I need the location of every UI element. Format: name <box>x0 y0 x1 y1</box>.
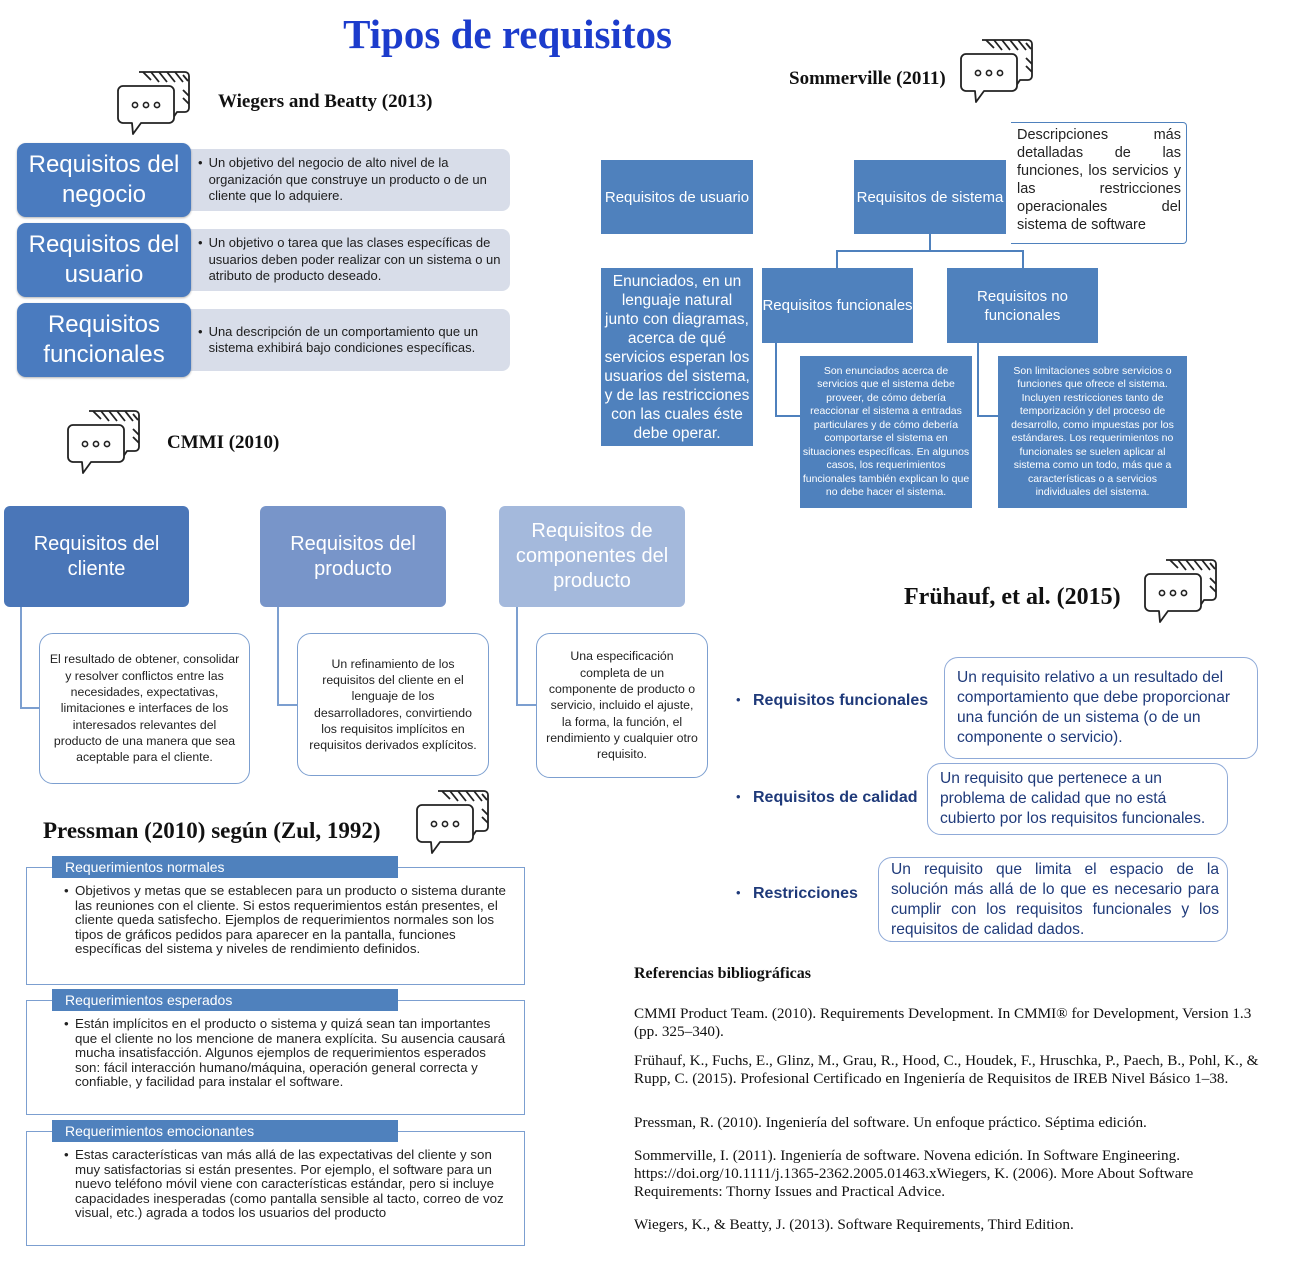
cmmi-desc-producto: Un refinamiento de los requisitos del cl… <box>297 633 489 776</box>
fruhauf-label-restricciones: Restricciones <box>753 885 858 902</box>
cmmi-label-cliente: Requisitos del cliente <box>4 506 189 607</box>
fruhauf-desc-calidad: Un requisito que pertenece a un problema… <box>927 763 1228 835</box>
sommerville-author: Sommerville (2011) <box>789 68 946 89</box>
wiegers-label-funcionales: Requisitos funcionales <box>17 303 191 377</box>
connector <box>836 250 838 268</box>
wiegers-label-negocio: Requisitos del negocio <box>17 143 191 217</box>
sommerville-system-desc: Descripciones más detalladas de las func… <box>1017 127 1181 233</box>
sommerville-system-req: Requisitos de sistema <box>854 160 1006 234</box>
pressman-label-normales: Requerimientos normales <box>52 856 398 878</box>
cmmi-author: CMMI (2010) <box>167 432 280 453</box>
page-title: Tipos de requisitos <box>343 11 672 57</box>
bullet: • <box>736 789 741 804</box>
fruhauf-author: Frühauf, et al. (2015) <box>904 584 1121 610</box>
reference-item: CMMI Product Team. (2010). Requirements … <box>634 1005 1252 1041</box>
pressman-desc-esperados: • Están implícitos en el producto o sist… <box>26 1000 525 1115</box>
pressman-label-esperados: Requerimientos esperados <box>52 989 398 1011</box>
connector <box>516 607 518 706</box>
sommerville-nonfunctional-desc: Son limitaciones sobre servicios o funci… <box>998 356 1187 508</box>
connector <box>516 704 537 706</box>
pressman-desc-emocionantes: • Estas características van más allá de … <box>26 1131 525 1246</box>
reference-item: Sommerville, I. (2011). Ingeniería de so… <box>634 1147 1194 1201</box>
reference-item: Pressman, R. (2010). Ingeniería del soft… <box>634 1114 1147 1131</box>
sommerville-user-req: Requisitos de usuario <box>601 160 753 234</box>
fruhauf-desc-restricciones: Un requisito que limita el espacio de la… <box>878 857 1228 942</box>
speech-bubble-icon <box>1142 556 1220 626</box>
bullet: • <box>736 885 741 900</box>
wiegers-desc-usuario: •Un objetivo o tarea que las clases espe… <box>188 229 510 291</box>
connector <box>775 343 777 416</box>
cmmi-label-componentes: Requisitos de componentes del producto <box>499 506 685 607</box>
cmmi-desc-componentes: Una especificación completa de un compon… <box>536 633 708 778</box>
speech-bubble-icon <box>958 36 1036 106</box>
connector <box>20 607 22 709</box>
reference-item: Frühauf, K., Fuchs, E., Glinz, M., Grau,… <box>634 1052 1259 1088</box>
connector <box>775 415 800 417</box>
connector <box>836 250 1024 252</box>
wiegers-desc-negocio: •Un objetivo del negocio de alto nivel d… <box>188 149 510 211</box>
speech-bubble-icon <box>65 407 143 477</box>
cmmi-label-producto: Requisitos del producto <box>260 506 446 607</box>
sommerville-system-bracket <box>1011 122 1187 244</box>
pressman-desc-normales: • Objetivos y metas que se establecen pa… <box>26 867 525 985</box>
sommerville-user-desc: Enunciados, en un lenguaje natural junto… <box>601 268 753 446</box>
sommerville-functional: Requisitos funcionales <box>762 268 913 343</box>
connector <box>977 415 998 417</box>
speech-bubble-icon <box>115 68 193 138</box>
connector <box>977 343 979 416</box>
sommerville-functional-desc: Son enunciados acerca de servicios que e… <box>800 356 972 508</box>
speech-bubble-icon <box>414 787 492 857</box>
fruhauf-label-funcionales: Requisitos funcionales <box>753 692 929 709</box>
reference-item: Wiegers, K., & Beatty, J. (2013). Softwa… <box>634 1216 1074 1233</box>
wiegers-label-usuario: Requisitos del usuario <box>17 223 191 297</box>
connector <box>20 707 40 709</box>
references-heading: Referencias bibliográficas <box>634 965 812 982</box>
wiegers-desc-funcionales: •Una descripción de un comportamiento qu… <box>188 309 510 371</box>
connector <box>1022 250 1024 268</box>
connector <box>277 607 279 706</box>
cmmi-desc-cliente: El resultado de obtener, consolidar y re… <box>39 633 250 784</box>
connector <box>929 234 931 251</box>
sommerville-nonfunctional: Requisitos no funcionales <box>947 268 1098 343</box>
bullet: • <box>736 692 741 707</box>
connector <box>277 704 298 706</box>
wiegers-author: Wiegers and Beatty (2013) <box>218 91 433 112</box>
fruhauf-label-calidad: Requisitos de calidad <box>753 789 918 806</box>
fruhauf-desc-funcionales: Un requisito relativo a un resultado del… <box>944 657 1258 759</box>
pressman-label-emocionantes: Requerimientos emocionantes <box>52 1120 398 1142</box>
pressman-author: Pressman (2010) según (Zul, 1992) <box>43 818 381 843</box>
